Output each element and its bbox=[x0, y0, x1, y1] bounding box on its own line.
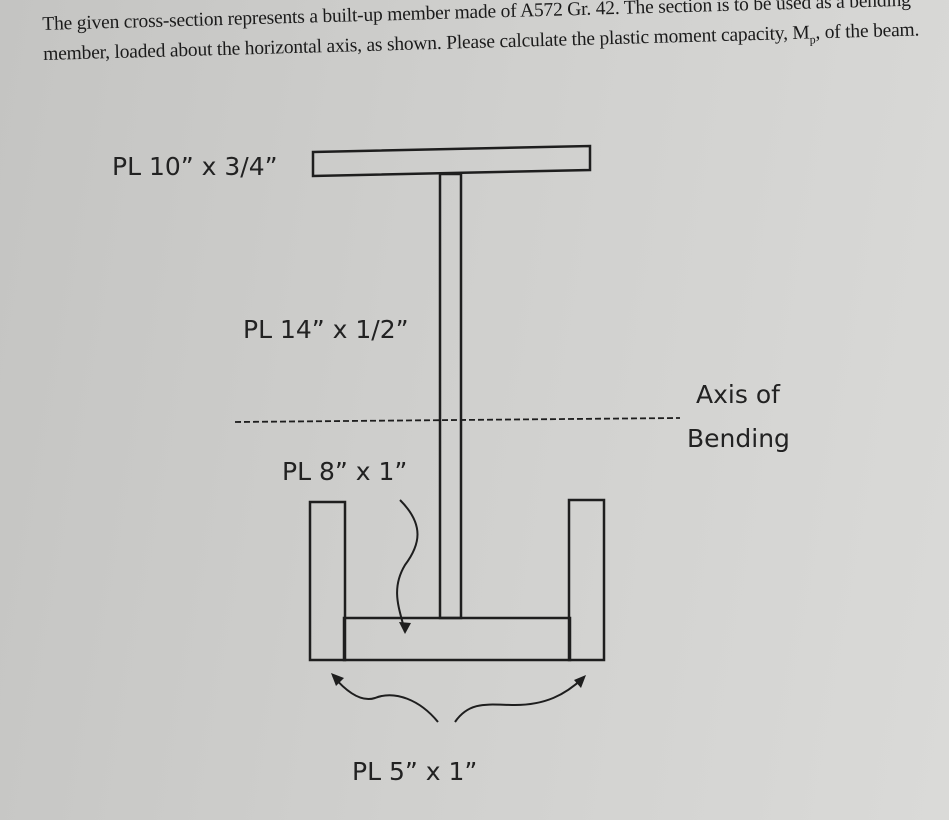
axis-of-bending-line bbox=[234, 417, 681, 423]
side-plates-label: PL 5” x 1” bbox=[352, 757, 477, 786]
bottom-plate bbox=[342, 616, 572, 662]
top-flange-label: PL 10” x 3/4” bbox=[112, 152, 278, 181]
arrowhead-icon bbox=[331, 673, 344, 686]
arrowhead-icon bbox=[574, 675, 586, 688]
right-side-arrow bbox=[454, 677, 584, 723]
left-side-plate bbox=[308, 500, 347, 662]
arrowhead-icon bbox=[399, 622, 411, 634]
top-flange-plate bbox=[311, 144, 592, 178]
axis-label-line1: Axis of bbox=[696, 380, 781, 409]
bottom-plate-label: PL 8” x 1” bbox=[282, 457, 407, 486]
web-label: PL 14” x 1/2” bbox=[243, 315, 409, 344]
right-side-plate bbox=[567, 498, 606, 662]
left-side-arrow bbox=[332, 675, 439, 723]
bottom-plate-arrow bbox=[396, 499, 419, 633]
axis-label-line2: Bending bbox=[687, 424, 790, 453]
web-plate bbox=[438, 172, 463, 620]
